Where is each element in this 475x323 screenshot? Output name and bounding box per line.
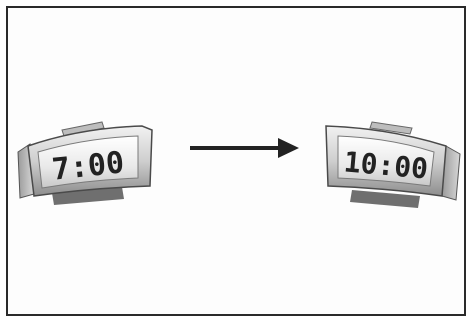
time-arrow xyxy=(190,138,299,158)
alarm-clock-right: 10:00 xyxy=(325,121,461,208)
clock-screen xyxy=(37,135,139,189)
alarm-clock-left: 7:00 xyxy=(17,121,153,205)
clock-top-button xyxy=(369,121,413,135)
clock-base xyxy=(350,190,420,208)
clock-top-button xyxy=(61,121,105,137)
clock-time-left: 7:00 xyxy=(50,145,126,187)
clock-time-right: 10:00 xyxy=(343,145,430,185)
clock-screen xyxy=(337,135,435,187)
arrow-head-icon xyxy=(278,138,299,158)
